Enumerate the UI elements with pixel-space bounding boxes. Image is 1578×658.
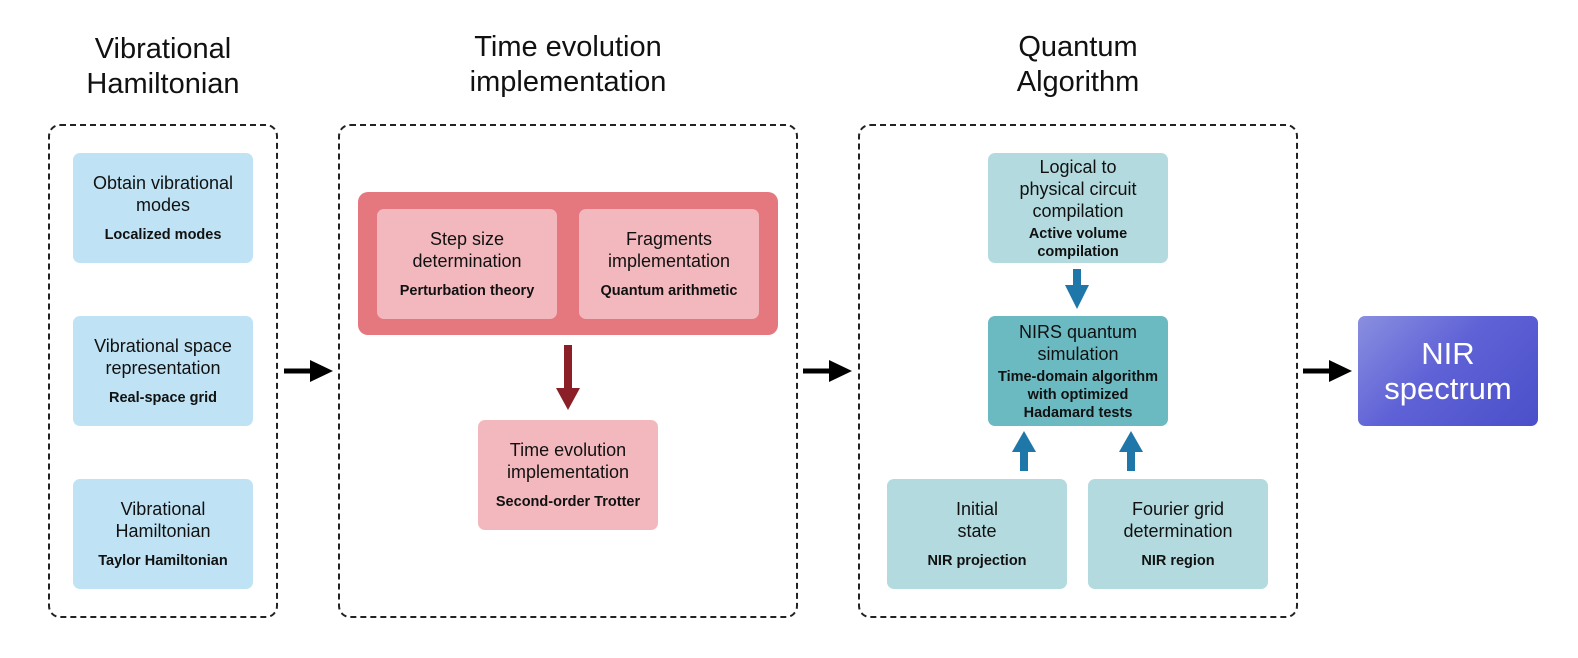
box-subtitle: Time-domain algorithm (997, 368, 1159, 385)
initial-state-to-simulation-arrow (1012, 431, 1036, 471)
flow-arrow (1303, 360, 1352, 382)
time-evolution-arrow (556, 345, 580, 410)
compilation-to-simulation-arrow (1065, 269, 1089, 309)
box-subtitle: Active volume (1028, 225, 1128, 242)
box-title: Obtain vibrational (92, 173, 234, 193)
panel-time-evolution (338, 124, 798, 618)
heading-line: Hamiltonian (86, 68, 240, 100)
box-subtitle: compilation (1037, 243, 1119, 260)
box-title: Step size (429, 229, 505, 249)
box-initial-state: Initial state NIR projection (887, 479, 1067, 589)
panel-quantum-algorithm (858, 124, 1298, 618)
box-title: simulation (1037, 343, 1119, 364)
heading-line: Vibrational (94, 33, 232, 65)
stage-heading-quantum-algorithm: Quantum Algorithm (858, 30, 1298, 100)
box-title: physical circuit (1019, 178, 1137, 199)
box-title: Time evolution (509, 440, 627, 460)
box-subtitle: Taylor Hamiltonian (98, 553, 228, 569)
box-subtitle: Perturbation theory (399, 283, 535, 299)
box-title: implementation (506, 462, 630, 482)
box-title: compilation (1032, 200, 1124, 221)
stage-heading-time-evolution: Time evolution implementation (338, 30, 798, 100)
box-title: Fragments (625, 229, 713, 249)
box-subtitle: Localized modes (104, 227, 222, 243)
flow-arrow (284, 360, 333, 382)
box-subtitle: Quantum arithmetic (600, 283, 738, 299)
box-title: representation (105, 358, 221, 378)
heading-line: Quantum (1018, 31, 1138, 63)
box-title: determination (1123, 521, 1233, 541)
box-title: Vibrational space (94, 336, 232, 356)
box-nirs-quantum-simulation: NIRS quantum simulation Time-domain algo… (988, 316, 1168, 426)
box-subtitle: with optimized (1027, 386, 1129, 403)
box-obtain-vibrational-modes: Obtain vibrational modes Localized modes (73, 153, 253, 263)
box-step-size-determination: Step size determination Perturbation the… (377, 209, 557, 319)
box-title: implementation (607, 251, 731, 271)
box-subtitle: Real-space grid (109, 390, 217, 406)
box-title: determination (412, 251, 522, 271)
box-title: modes (135, 195, 191, 215)
box-vibrational-space-representation: Vibrational space representation Real-sp… (73, 316, 253, 426)
heading-line: implementation (469, 66, 667, 98)
box-title: Initial (955, 499, 999, 519)
heading-line: Algorithm (1016, 66, 1140, 98)
box-title: Vibrational (120, 499, 206, 519)
box-vibrational-hamiltonian: Vibrational Hamiltonian Taylor Hamiltoni… (73, 479, 253, 589)
stage-heading-hamiltonian: Vibrational Hamiltonian (48, 32, 278, 102)
output-nir-spectrum: NIR spectrum (1358, 316, 1538, 426)
box-fourier-grid-determination: Fourier grid determination NIR region (1088, 479, 1268, 589)
output-line: NIR (1421, 336, 1475, 371)
panel-hamiltonian (48, 124, 278, 618)
box-subtitle: Second-order Trotter (495, 494, 641, 510)
flow-arrow (803, 360, 852, 382)
box-title: state (957, 521, 997, 541)
box-subtitle: NIR region (1141, 553, 1215, 569)
box-fragments-implementation: Fragments implementation Quantum arithme… (579, 209, 759, 319)
box-title: NIRS quantum (1018, 321, 1138, 342)
box-logical-to-physical-compilation: Logical to physical circuit compilation … (988, 153, 1168, 263)
box-subtitle: NIR projection (927, 553, 1027, 569)
box-title: Hamiltonian (115, 521, 211, 541)
box-title: Logical to (1039, 156, 1117, 177)
box-subtitle: Hadamard tests (1023, 404, 1133, 421)
box-title: Fourier grid (1131, 499, 1225, 519)
fourier-to-simulation-arrow (1119, 431, 1143, 471)
heading-line: Time evolution (474, 31, 662, 63)
output-line: spectrum (1384, 371, 1512, 406)
box-time-evolution-implementation: Time evolution implementation Second-ord… (478, 420, 658, 530)
